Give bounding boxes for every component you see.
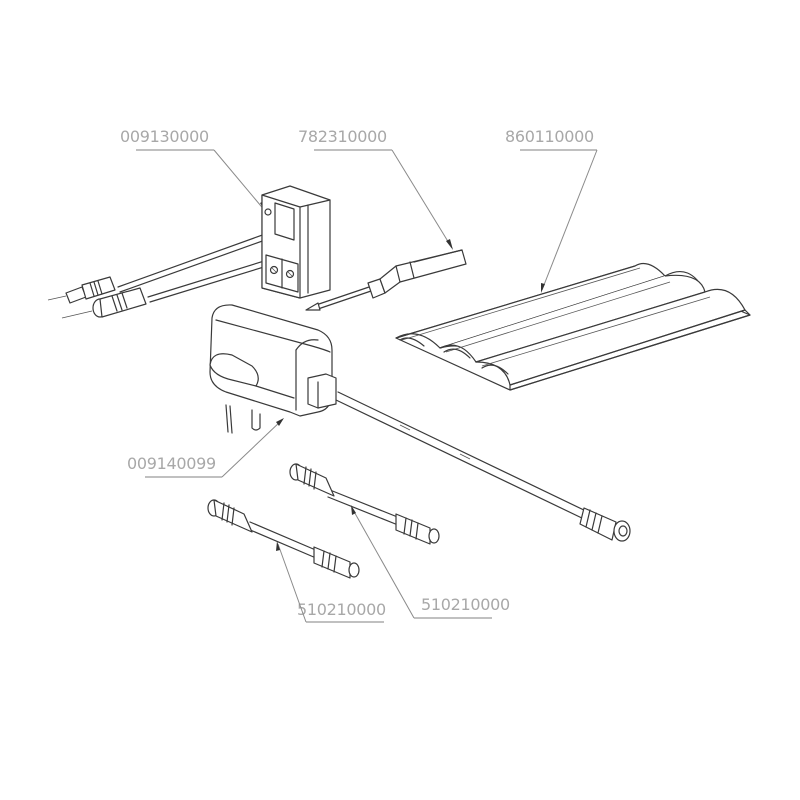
callout-power-adapter: 009140099 — [127, 418, 284, 478]
callout-junction-box: 009130000 — [120, 127, 267, 213]
part-number-label: 009130000 — [120, 127, 209, 146]
part-number-label: 860110000 — [505, 127, 594, 146]
part-number-label: 510210000 — [421, 595, 510, 614]
connector-icon — [61, 287, 147, 319]
power-adapter — [209, 304, 631, 542]
cable-cover — [395, 263, 751, 391]
callout-extension-cable-b: 510210000 — [351, 505, 510, 619]
callout-screwdriver: 782310000 — [298, 127, 453, 250]
connector-icon — [47, 276, 116, 304]
callout-cable-cover: 860110000 — [505, 127, 598, 293]
extension-cable-b — [289, 463, 440, 545]
part-number-label: 009140099 — [127, 454, 216, 473]
callout-extension-cable-a: 510210000 — [276, 541, 386, 623]
part-number-label: 510210000 — [297, 600, 386, 619]
junction-box — [47, 185, 331, 319]
part-number-label: 782310000 — [298, 127, 387, 146]
extension-cable-a — [207, 499, 360, 579]
connector-icon — [579, 507, 631, 542]
screwdriver — [305, 249, 467, 311]
